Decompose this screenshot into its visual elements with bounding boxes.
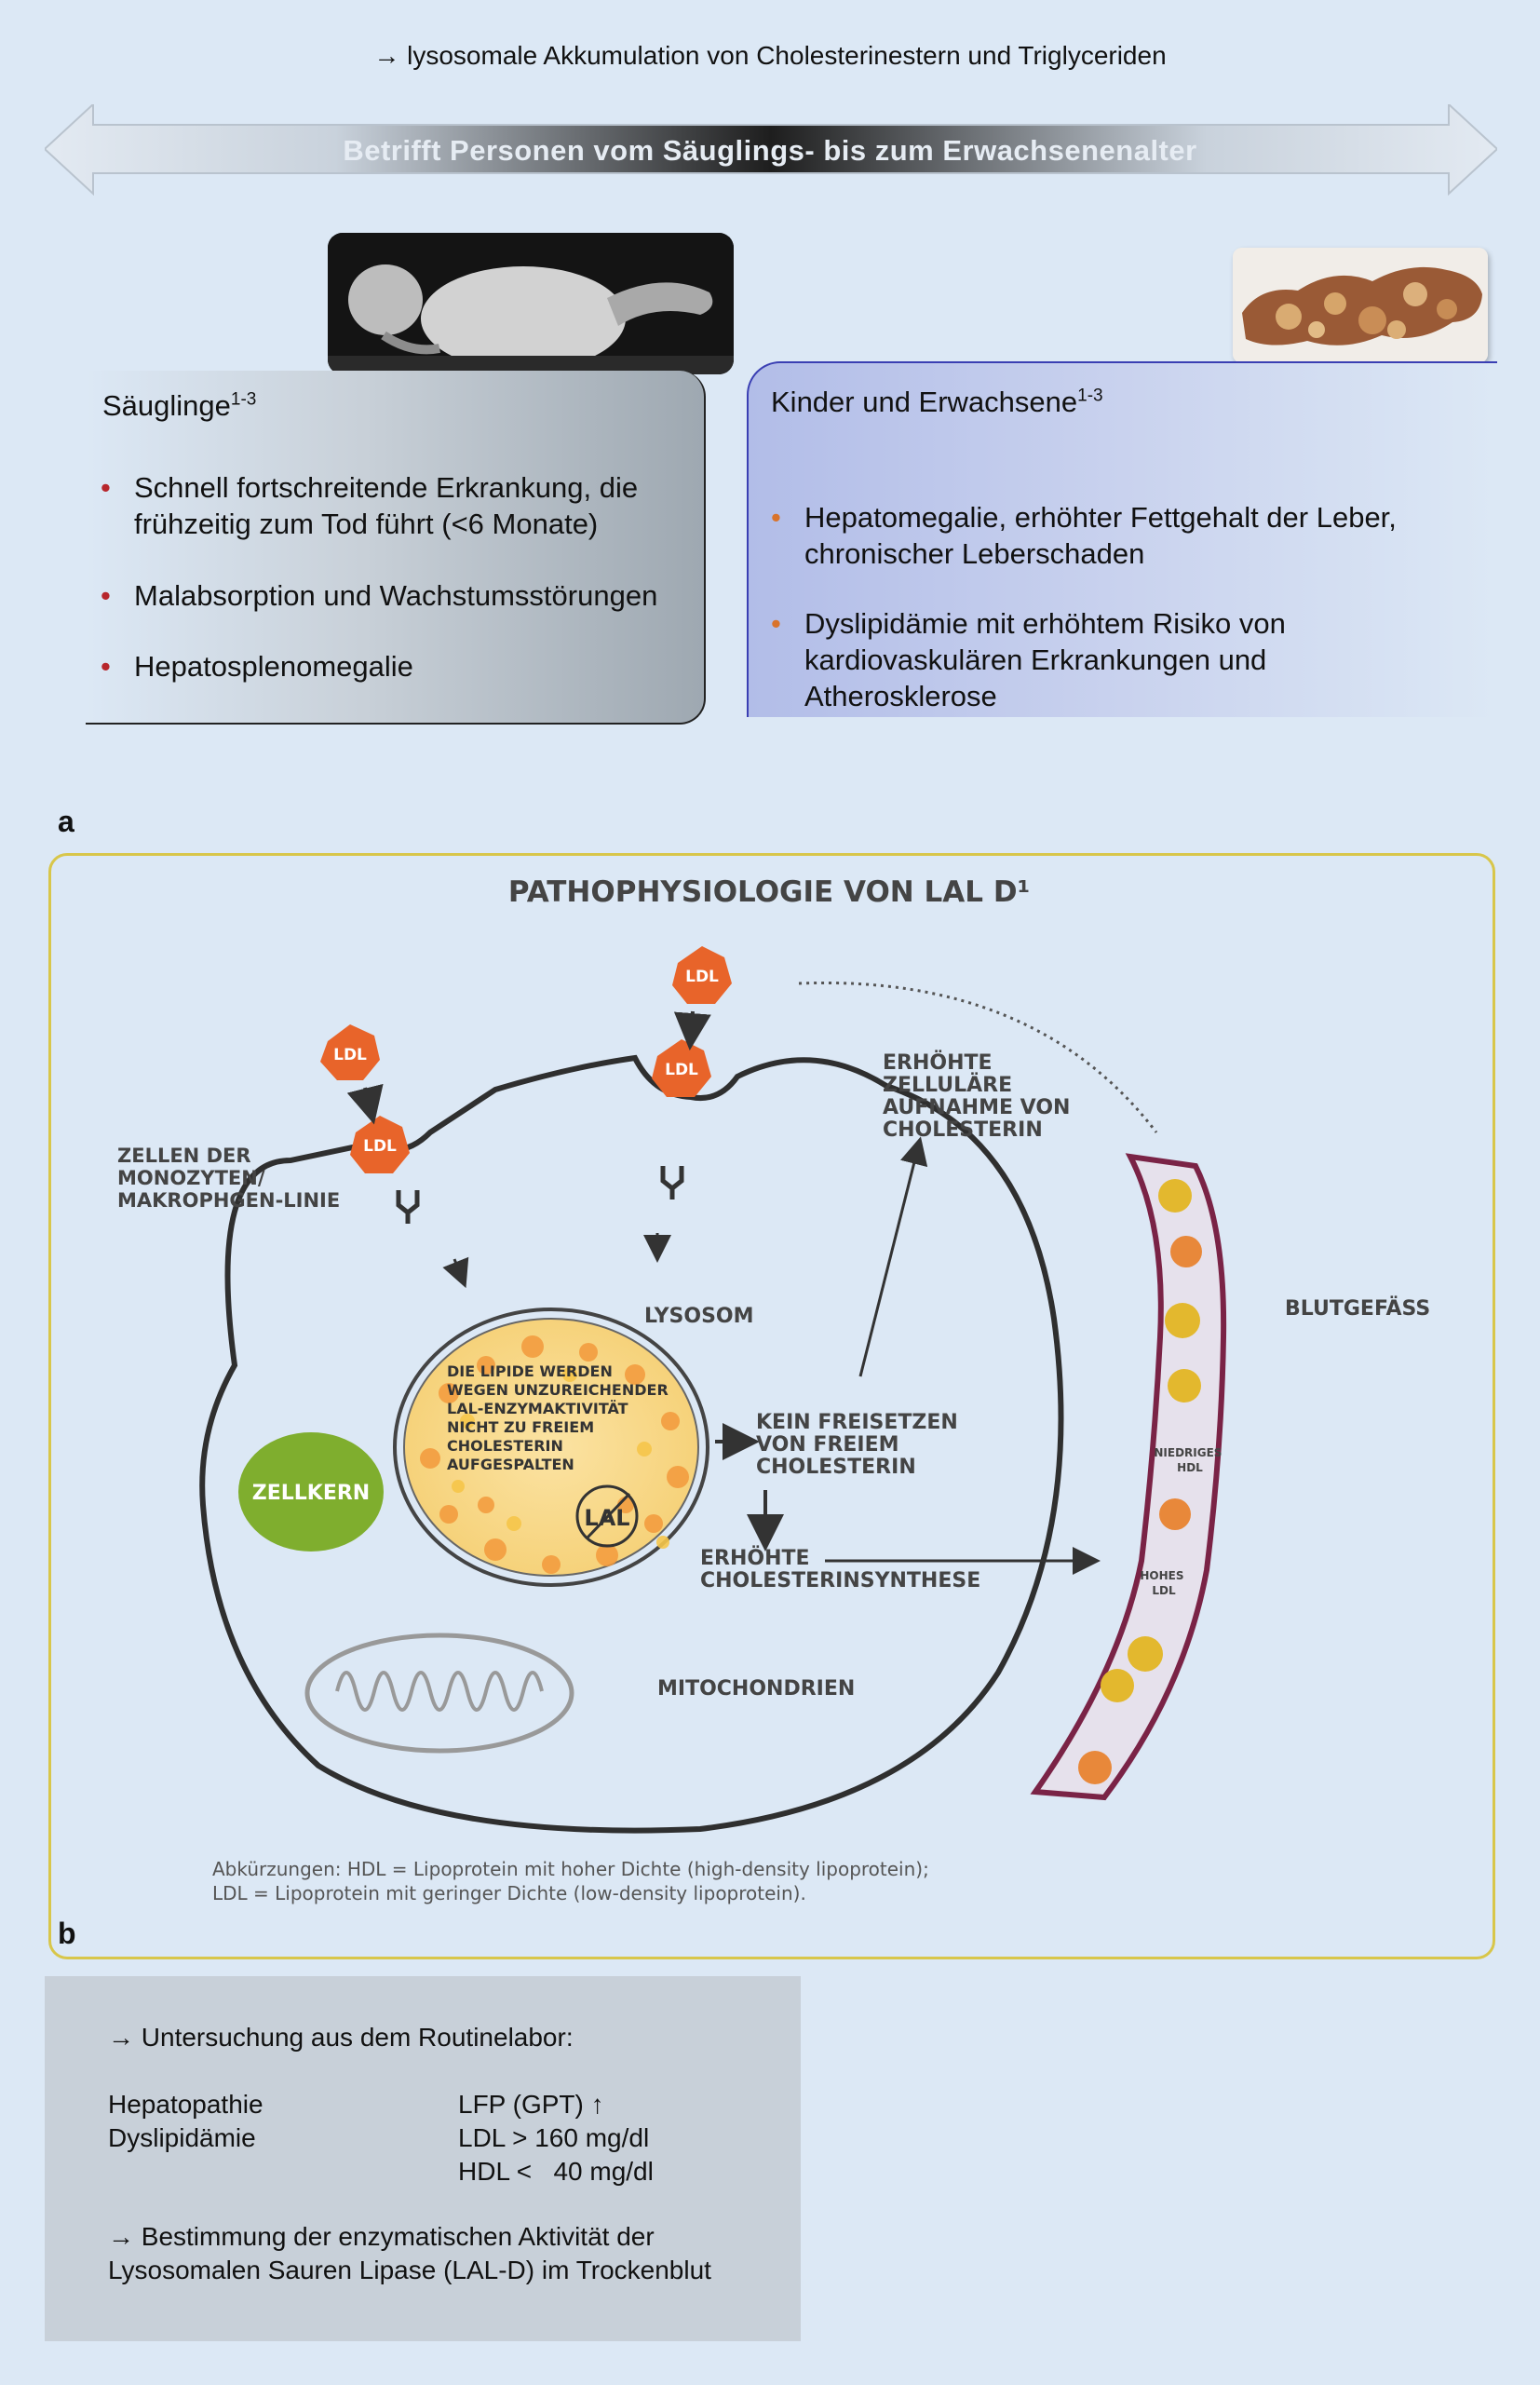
list-item: •Malabsorption und Wachstumsstörungen (101, 579, 658, 612)
cells-label: ZELLEN DER MONOZYTEN/ MAKROPHGEN-LINIE (117, 1145, 340, 1212)
abbreviations-note: Abkürzungen: HDL = Lipoprotein mit hoher… (212, 1858, 935, 1904)
dotted-uptake-path (798, 981, 1158, 1133)
lab-footer-line: → Bestimmung der enzymatischen Aktivität… (108, 2222, 655, 2251)
lal-enzyme-blocked-icon: LAL (575, 1484, 639, 1548)
low-hdl-label: NIEDRIGES HDL (1154, 1446, 1225, 1474)
list-item: •Hepatomegalie, erhöhter Fettgehalt der … (771, 501, 1397, 570)
nucleus: ZELLKERN (238, 1432, 384, 1552)
adults-title: Kinder und Erwachsene1-3 (771, 386, 1103, 418)
infants-box (86, 371, 706, 725)
list-item: •Hepatosplenomegalie (101, 650, 413, 683)
panel-letter-a: a (58, 805, 74, 838)
ldl-particle: LDL (672, 946, 732, 1004)
adults-list: •Hepatomegalie, erhöhter Fettgehalt der … (771, 499, 1460, 714)
synthesis-label: ERHÖHTE CHOLESTERINSYNTHESE (700, 1546, 980, 1592)
double-arrow-banner (45, 104, 1497, 196)
svg-text:ZELLKERN: ZELLKERN (252, 1482, 370, 1505)
vessel-label: BLUTGEFÄSS (1285, 1296, 1430, 1321)
infants-title: Säuglinge1-3 (102, 389, 257, 422)
lab-row-left: Dyslipidämie (108, 2123, 256, 2152)
pathophysiology-panel (48, 853, 1495, 1959)
lab-row-right: LDL > 160 mg/dl (458, 2123, 650, 2152)
lysosome (393, 1308, 709, 1587)
diagram-title: PATHOPHYSIOLOGIE VON LAL D¹ (508, 875, 1030, 909)
svg-text:LDL: LDL (685, 968, 719, 986)
svg-text:LDL: LDL (363, 1137, 397, 1156)
ldl-receptor (396, 1190, 420, 1224)
lab-row-left: Hepatopathie (108, 2090, 263, 2119)
infant-photo (328, 233, 734, 374)
adults-box (747, 361, 1497, 717)
uptake-label: ERHÖHTE ZELLULÄRE AUFNAHME VON CHOLESTER… (883, 1050, 1077, 1142)
routine-lab-box (45, 1976, 801, 2341)
cell-membrane (199, 1054, 1064, 1834)
lab-row-right: HDL < 40 mg/dl (458, 2157, 654, 2186)
ldl-particle: LDL (320, 1024, 380, 1080)
list-item: •Schnell fortschreitende Erkrankung, die… (101, 471, 639, 540)
lysosome-text: DIE LIPIDE WERDEN WEGEN UNZUREICHENDER L… (447, 1362, 673, 1473)
mitochondrion (304, 1633, 574, 1754)
list-item: •Dyslipidämie mit erhöhtem Risiko von ka… (771, 607, 1286, 712)
svg-text:LDL: LDL (665, 1061, 698, 1079)
infants-list: •Schnell fortschreitende Erkrankung, die… (101, 469, 687, 684)
lab-heading: → Untersuchung aus dem Routinelabor: (108, 2023, 574, 2052)
mitochondria-label: MITOCHONDRIEN (657, 1677, 855, 1701)
banner-text: Betrifft Personen vom Säuglings- bis zum… (343, 134, 1197, 167)
no-release-label: KEIN FREISETZEN VON FREIEM CHOLESTERIN (756, 1411, 965, 1479)
svg-text:LDL: LDL (333, 1046, 367, 1064)
ldl-particle: LDL (652, 1039, 711, 1097)
lab-row-right: LFP (GPT) ↑ (458, 2090, 604, 2119)
high-ldl-label: HOHES LDL (1140, 1569, 1187, 1597)
lab-footer-line: Lysosomalen Sauren Lipase (LAL-D) im Tro… (108, 2256, 711, 2284)
pathophysiology-diagram: PATHOPHYSIOLOGIE VON LAL D¹ LDL LDL LDL … (117, 875, 1430, 1904)
liver-tissue-photo (1233, 248, 1488, 363)
blood-vessel (1030, 1153, 1227, 1801)
lysosome-label: LYSOSOM (644, 1305, 754, 1328)
top-note: → lysosomale Akkumulation von Cholesteri… (373, 41, 1167, 70)
ldl-receptor (660, 1166, 684, 1199)
ldl-particle: LDL (350, 1116, 410, 1173)
